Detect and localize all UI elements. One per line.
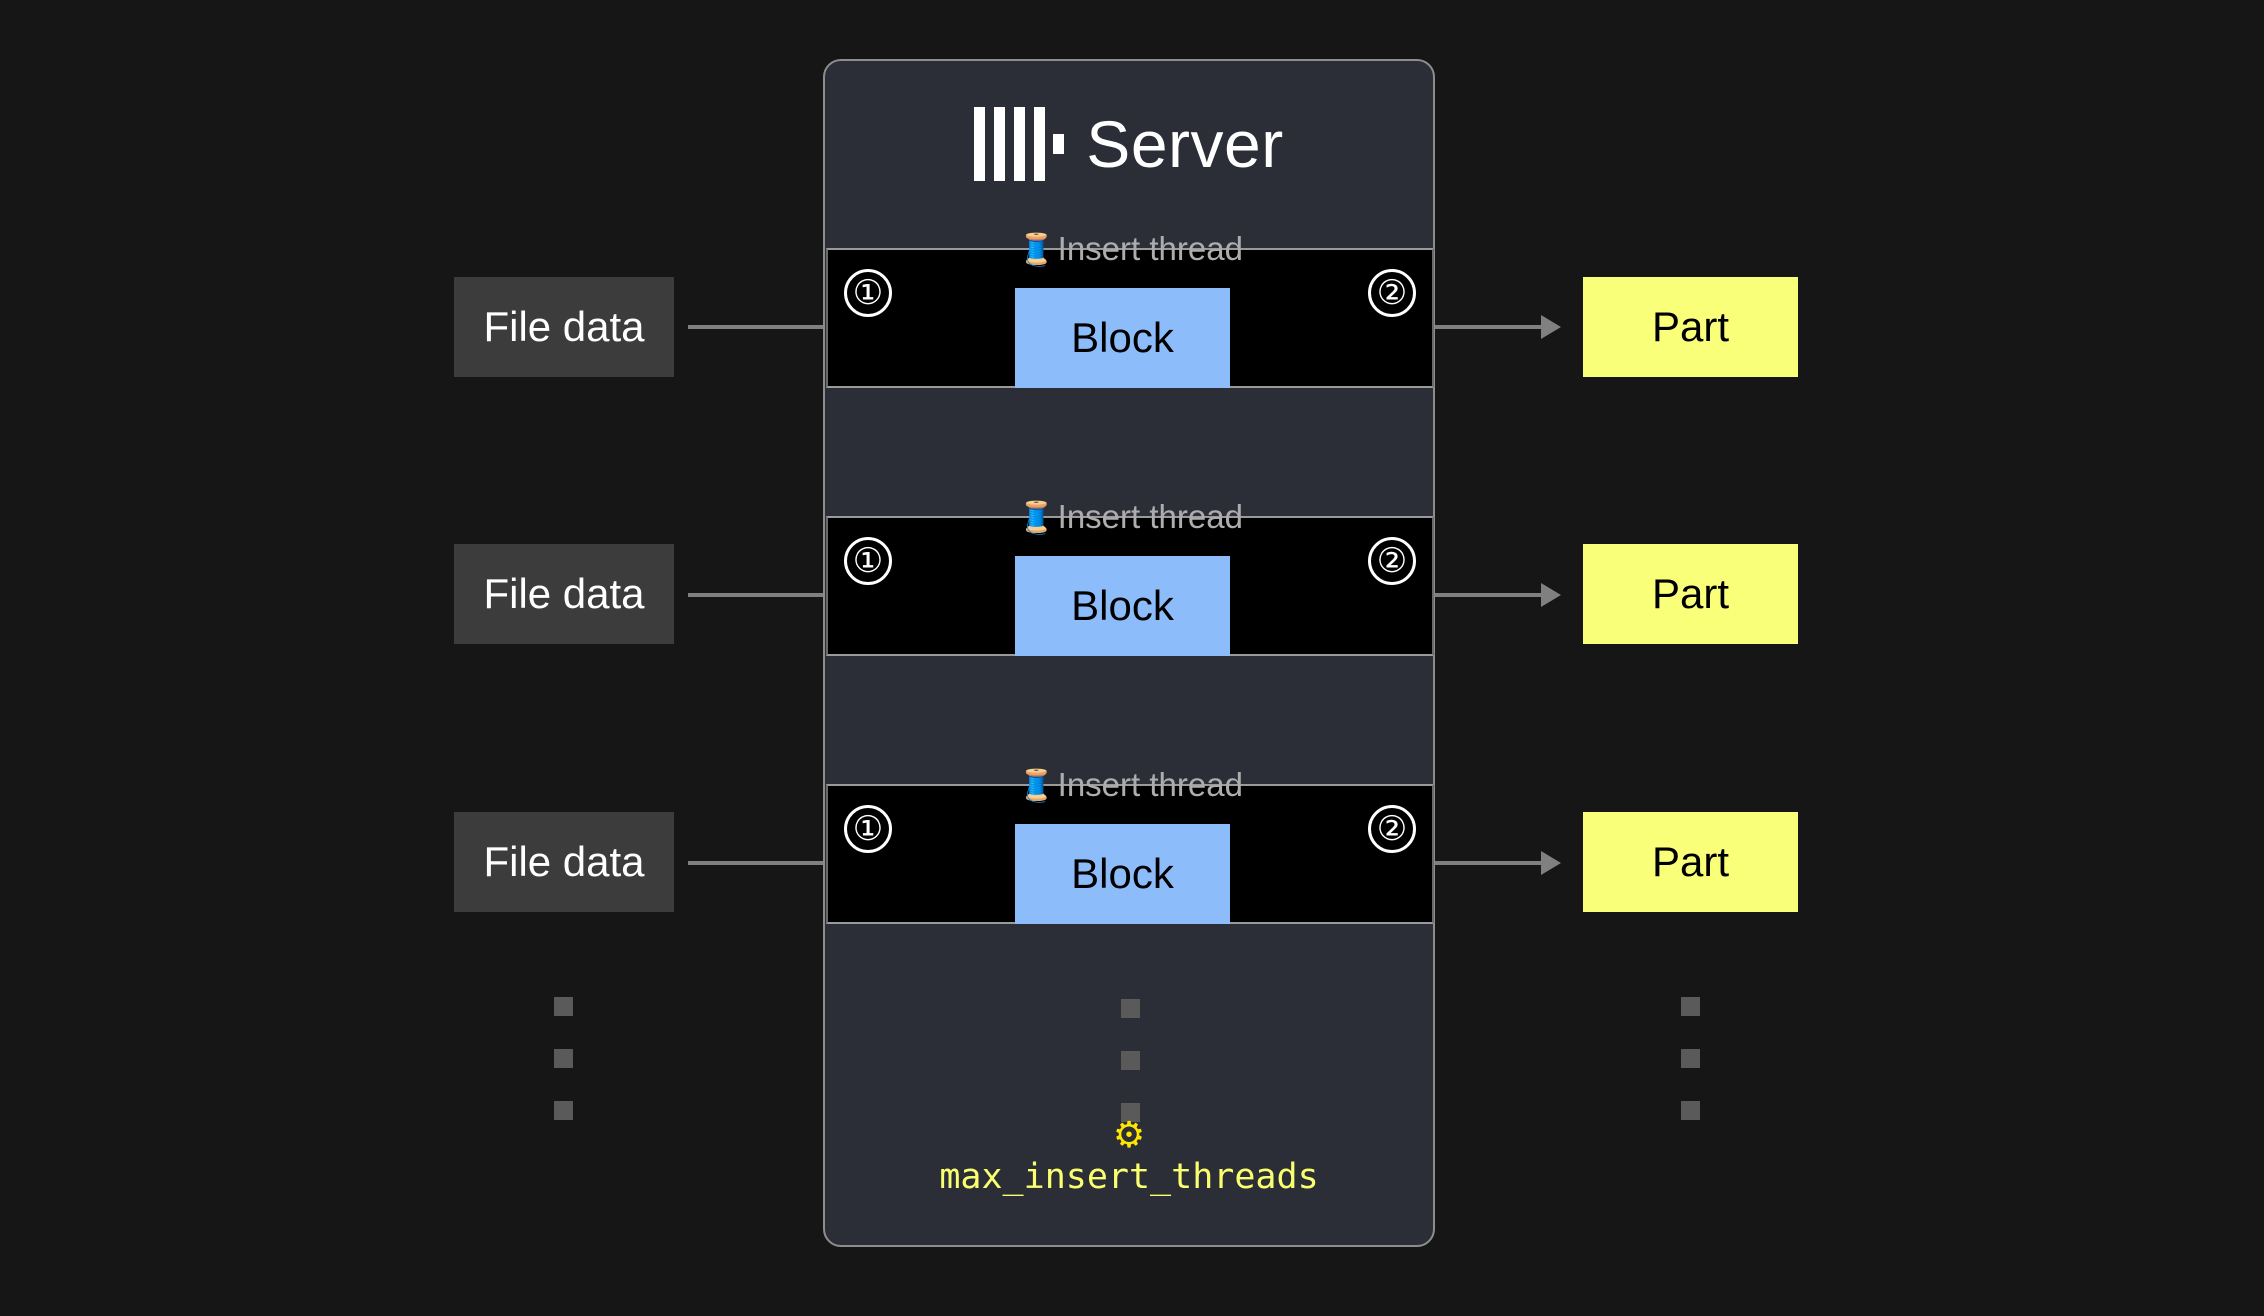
ellipsis-square xyxy=(1681,1049,1700,1068)
thread-spool-icon: 🧵 xyxy=(1017,768,1056,803)
part-label: Part xyxy=(1651,570,1730,617)
insert-thread-label-2: 🧵 Insert thread xyxy=(1017,498,1243,535)
ellipsis-square xyxy=(1121,1051,1140,1070)
server-title: Server xyxy=(1086,107,1284,181)
clickhouse-logo-icon xyxy=(974,107,1065,181)
ellipsis-left xyxy=(554,997,573,1120)
part-box-3: Part xyxy=(1583,812,1798,912)
ellipsis-square xyxy=(1121,1103,1140,1122)
step-badge-2-out: ② xyxy=(1368,537,1416,585)
ellipsis-square xyxy=(554,997,573,1016)
insert-thread-band-2: 🧵 Insert thread ① Block ② xyxy=(826,500,1434,656)
step-badge-3-in: ① xyxy=(844,805,892,853)
insert-thread-band-3: 🧵 Insert thread ① Block ② xyxy=(826,768,1434,924)
block-label: Block xyxy=(1071,850,1174,897)
arrow-head-out-2 xyxy=(1541,583,1561,607)
ellipsis-square xyxy=(1681,1101,1700,1120)
step-badge-1-in: ① xyxy=(844,269,892,317)
file-data-label: File data xyxy=(483,838,645,885)
insert-thread-label-1: 🧵 Insert thread xyxy=(1017,230,1243,267)
ellipsis-center xyxy=(1121,999,1140,1122)
ellipsis-square xyxy=(554,1049,573,1068)
arrow-head-out-3 xyxy=(1541,851,1561,875)
block-box-1: Block xyxy=(1015,288,1230,388)
file-data-label: File data xyxy=(483,303,645,350)
setting-footer: ⚙ max_insert_threads xyxy=(825,1114,1433,1198)
ellipsis-square xyxy=(1121,999,1140,1018)
file-data-label: File data xyxy=(483,570,645,617)
step-badge-3-out: ② xyxy=(1368,805,1416,853)
file-data-box-3: File data xyxy=(454,812,674,912)
arrow-head-out-1 xyxy=(1541,315,1561,339)
part-label: Part xyxy=(1651,303,1730,350)
insert-thread-label-3: 🧵 Insert thread xyxy=(1017,766,1243,803)
part-label: Part xyxy=(1651,838,1730,885)
step-badge-1-out: ② xyxy=(1368,269,1416,317)
ellipsis-square xyxy=(1681,997,1700,1016)
block-label: Block xyxy=(1071,314,1174,361)
block-box-2: Block xyxy=(1015,556,1230,656)
insert-thread-band-1: 🧵 Insert thread ① Block ② xyxy=(826,232,1434,388)
gear-icon: ⚙ xyxy=(1112,1114,1146,1155)
thread-spool-icon: 🧵 xyxy=(1017,500,1056,535)
server-header: Server xyxy=(825,61,1433,227)
thread-spool-icon: 🧵 xyxy=(1017,232,1056,267)
part-box-1: Part xyxy=(1583,277,1798,377)
file-data-box-2: File data xyxy=(454,544,674,644)
step-badge-2-in: ① xyxy=(844,537,892,585)
part-box-2: Part xyxy=(1583,544,1798,644)
setting-name: max_insert_threads xyxy=(939,1157,1319,1197)
file-data-box-1: File data xyxy=(454,277,674,377)
block-box-3: Block xyxy=(1015,824,1230,924)
ellipsis-right xyxy=(1681,997,1700,1120)
server-panel: Server 🧵 Insert thread ① Block ② 🧵 Inser… xyxy=(823,59,1435,1247)
block-label: Block xyxy=(1071,582,1174,629)
ellipsis-square xyxy=(554,1101,573,1120)
